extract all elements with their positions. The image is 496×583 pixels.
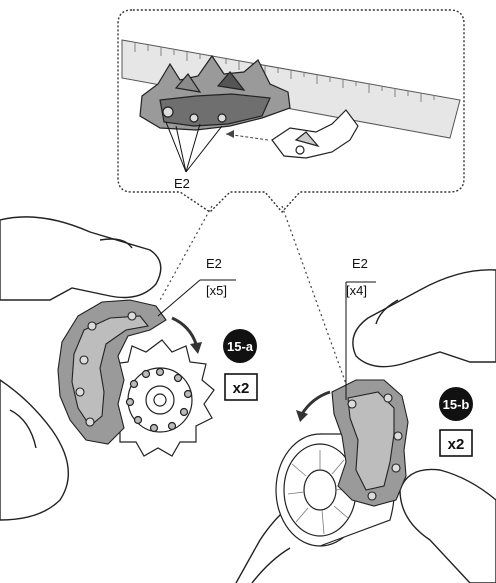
quantity-box-left: x2 bbox=[225, 374, 257, 400]
left-part-label: E2 bbox=[206, 256, 222, 271]
callout-part-label: E2 bbox=[174, 176, 190, 191]
quantity-left-text: x2 bbox=[233, 380, 250, 397]
right-rotation-arrow-icon bbox=[296, 392, 330, 422]
right-track-links-icon bbox=[332, 380, 408, 506]
quantity-box-right: x2 bbox=[440, 430, 472, 456]
step-badge-15b-text: 15-b bbox=[443, 397, 470, 412]
step-badge-15b: 15-b bbox=[439, 387, 473, 421]
quantity-right-text: x2 bbox=[448, 436, 465, 453]
sprocket-wheel-icon bbox=[104, 340, 214, 456]
right-count-label: [x4] bbox=[346, 283, 367, 298]
right-part-label: E2 bbox=[352, 256, 368, 271]
step-badge-15a-text: 15-a bbox=[227, 339, 254, 354]
left-count-label: [x5] bbox=[206, 283, 227, 298]
step-badge-15a: 15-a bbox=[223, 329, 257, 363]
